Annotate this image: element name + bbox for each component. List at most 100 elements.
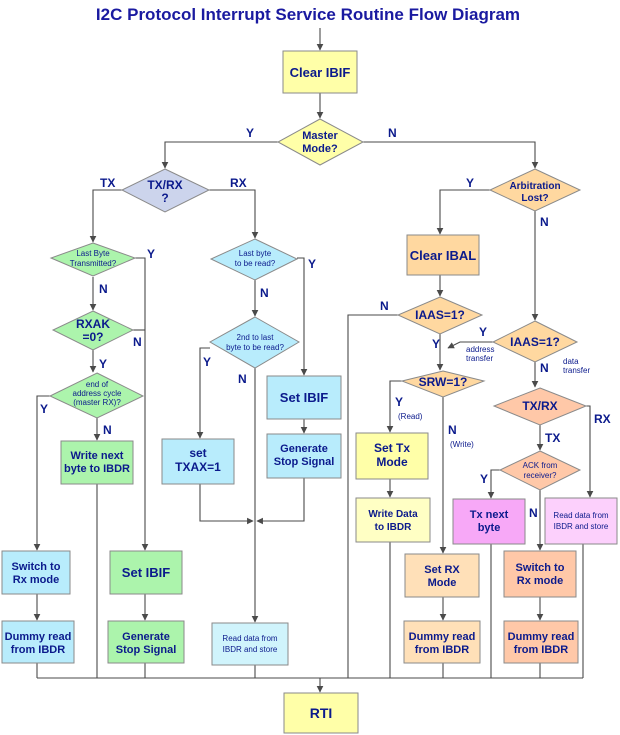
dummy-read-right-label-1: Dummy read — [508, 631, 575, 643]
label-write: (Write) — [450, 440, 474, 449]
arrow-master-no — [363, 141, 539, 169]
end-of-address-label-2: address cycle — [73, 389, 122, 398]
ack-label-1: ACK from — [523, 461, 558, 470]
read-data-mid-label-2: IBDR and store — [223, 645, 278, 654]
master-mode-label-2: Mode? — [302, 143, 338, 155]
last-byte-read-label-1: Last byte — [239, 249, 272, 258]
last-byte-tx-label-1: Last Byte — [76, 249, 110, 258]
switch-rx-right-label-2: Rx mode — [517, 575, 563, 587]
label-address-transfer-1: address — [466, 345, 494, 354]
set-ibif-mid-label: Set IBIF — [280, 390, 328, 405]
label-arb-y: Y — [466, 176, 474, 190]
set-rx-mode-label-2: Mode — [428, 577, 457, 589]
label-endaddr-y: Y — [40, 402, 48, 416]
arbitration-lost-label-2: Lost? — [521, 193, 548, 204]
write-next-label-1: Write next — [71, 450, 124, 462]
switch-rx-left-label-1: Switch to — [12, 561, 61, 573]
read-data-right-label-1: Read data from — [553, 511, 608, 520]
last-byte-read-diamond — [209, 238, 299, 281]
set-rx-mode-box — [404, 553, 480, 598]
gen-stop-left-label-2: Stop Signal — [116, 644, 177, 656]
gen-stop-mid-label-1: Generate — [280, 443, 328, 455]
clear-ibif-label: Clear IBIF — [290, 65, 351, 80]
label-read: (Read) — [398, 412, 423, 421]
srw-label: SRW=1? — [419, 375, 468, 389]
arrow-2nd-yes — [196, 347, 210, 439]
label-slave-tx: TX — [545, 431, 560, 445]
label-srw-y: Y — [395, 395, 403, 409]
iaas-2-diamond — [491, 320, 579, 363]
txrx-master-label-2: ? — [161, 191, 168, 205]
clear-ibal-box — [406, 234, 480, 276]
switch-rx-left-label-2: Rx mode — [13, 574, 59, 586]
rxak-label-2: =0? — [82, 330, 103, 344]
label-lastbyte-y: Y — [147, 247, 155, 261]
set-tx-mode-label-2: Mode — [376, 455, 408, 469]
label-rxak-y: Y — [99, 357, 107, 371]
arrow-genstop-merge — [256, 478, 305, 525]
dummy-read-mid-label-1: Dummy read — [409, 631, 476, 643]
set-ibif-left-box — [109, 550, 183, 595]
label-address-transfer-2: transfer — [466, 354, 493, 363]
label-2nd-y: Y — [203, 355, 211, 369]
connectors — [33, 28, 594, 693]
dummy-read-left-box — [1, 620, 75, 664]
label-master-n: N — [388, 126, 397, 140]
label-slave-rx: RX — [594, 412, 611, 426]
arbitration-lost-label-1: Arbitration — [509, 181, 560, 192]
gen-stop-mid-box — [266, 433, 342, 479]
rti-box — [283, 692, 359, 734]
arrow-txrx-rx — [209, 189, 259, 239]
label-rxak-n: N — [133, 335, 142, 349]
read-data-right-label-2: IBDR and store — [554, 522, 609, 531]
dummy-read-right-label-2: from IBDR — [514, 644, 568, 656]
ack-label-2: receiver? — [524, 471, 557, 480]
second-to-last-label-1: 2nd to last — [237, 333, 275, 342]
label-iaas1-n: N — [380, 299, 389, 313]
read-data-right-box — [544, 497, 618, 545]
label-master-y: Y — [246, 126, 254, 140]
label-master-tx: TX — [100, 176, 115, 190]
tx-next-byte-label-1: Tx next — [470, 509, 509, 521]
gen-stop-left-label-1: Generate — [122, 631, 170, 643]
iaas-2-label: IAAS=1? — [510, 335, 560, 349]
dummy-read-mid-label-2: from IBDR — [415, 644, 469, 656]
set-tx-mode-label-1: Set Tx — [374, 441, 410, 455]
arrow-txrx-tx — [89, 189, 122, 243]
arrow-master-yes — [161, 141, 278, 169]
gen-stop-left-box — [107, 620, 185, 664]
write-next-box — [60, 440, 134, 485]
label-lastread-y: Y — [308, 257, 316, 271]
label-iaas2-n: N — [540, 361, 549, 375]
master-mode-label-1: Master — [302, 130, 338, 142]
switch-rx-right-box — [503, 550, 577, 598]
arrow-arb-yes — [436, 189, 490, 235]
label-lastbyte-n: N — [99, 282, 108, 296]
arrow-lastread-yes — [297, 257, 308, 376]
write-data-label-2: to IBDR — [375, 522, 412, 533]
arrow-iaas1-no — [347, 314, 398, 678]
write-data-label-1: Write Data — [368, 509, 418, 520]
second-to-last-diamond — [208, 316, 300, 369]
write-data-box — [355, 497, 431, 543]
set-txax-label-2: TXAX=1 — [175, 460, 221, 474]
label-ack-n: N — [529, 506, 538, 520]
label-iaas1-y: Y — [432, 337, 440, 351]
txrx-slave-diamond — [492, 387, 588, 426]
label-lastread-n: N — [260, 286, 269, 300]
label-data-transfer-2: transfer — [563, 366, 590, 375]
arrow-lastbyte-yes — [135, 257, 149, 551]
txrx-master-diamond — [120, 168, 211, 213]
arrow-endaddr-yes — [33, 395, 50, 551]
label-ack-y: Y — [480, 472, 488, 486]
gen-stop-mid-label-2: Stop Signal — [274, 456, 335, 468]
iaas-1-label: IAAS=1? — [415, 308, 465, 322]
end-of-address-label-3: (master RX)? — [73, 398, 121, 407]
iaas-1-diamond — [396, 296, 484, 335]
label-data-transfer-1: data — [563, 357, 579, 366]
clear-ibal-label: Clear IBAL — [410, 248, 477, 263]
rxak-label-1: RXAK — [76, 317, 110, 331]
end-of-address-diamond — [48, 372, 145, 419]
dummy-read-left-label-2: from IBDR — [11, 644, 65, 656]
